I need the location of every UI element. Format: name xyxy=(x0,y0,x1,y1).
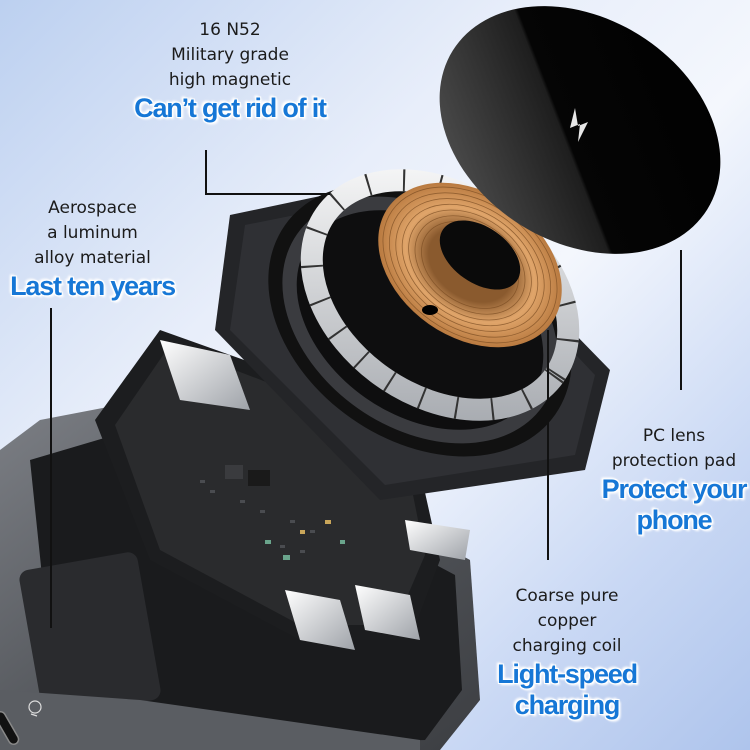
callout-text: high magnetic xyxy=(168,70,292,90)
callout-text: Military grade xyxy=(171,45,289,65)
callout-slogan: phone xyxy=(636,505,713,535)
callout-lens: PC lens protection pad Protect your phon… xyxy=(598,424,750,536)
callout-text: Coarse pure xyxy=(515,586,619,606)
callout-coil: Coarse pure copper charging coil Light-s… xyxy=(462,584,672,721)
callout-text: PC lens xyxy=(642,426,706,446)
pc-lens xyxy=(439,6,721,254)
callout-text: a luminum xyxy=(47,223,138,243)
lightning-bolt-icon xyxy=(570,108,588,142)
callout-text: copper xyxy=(537,611,597,631)
leader-line-coil xyxy=(547,330,549,560)
callout-slogan: Light-speed xyxy=(497,659,638,689)
callout-text: protection pad xyxy=(611,451,737,471)
light-bulb-icon xyxy=(28,700,42,717)
callout-alloy: Aerospace a luminum alloy material Last … xyxy=(0,196,185,302)
leader-line-alloy xyxy=(50,308,52,628)
usb-c-port xyxy=(0,710,20,746)
callout-text: Aerospace xyxy=(48,198,137,218)
callout-text: charging coil xyxy=(512,636,622,656)
callout-text: alloy material xyxy=(34,248,151,268)
callout-slogan: Last ten years xyxy=(10,271,176,301)
callout-slogan: Can’t get rid of it xyxy=(134,93,327,123)
callout-magnet: 16 N52 Military grade high magnetic Can’… xyxy=(120,18,340,124)
callout-text: 16 N52 xyxy=(199,20,261,40)
leader-line-magnet-horizontal xyxy=(205,193,330,195)
leader-line-magnet-vertical xyxy=(205,150,207,195)
leader-line-lens xyxy=(680,250,682,390)
callout-slogan: charging xyxy=(514,690,621,720)
circuit-board xyxy=(95,330,470,650)
callout-slogan: Protect your xyxy=(601,474,748,504)
